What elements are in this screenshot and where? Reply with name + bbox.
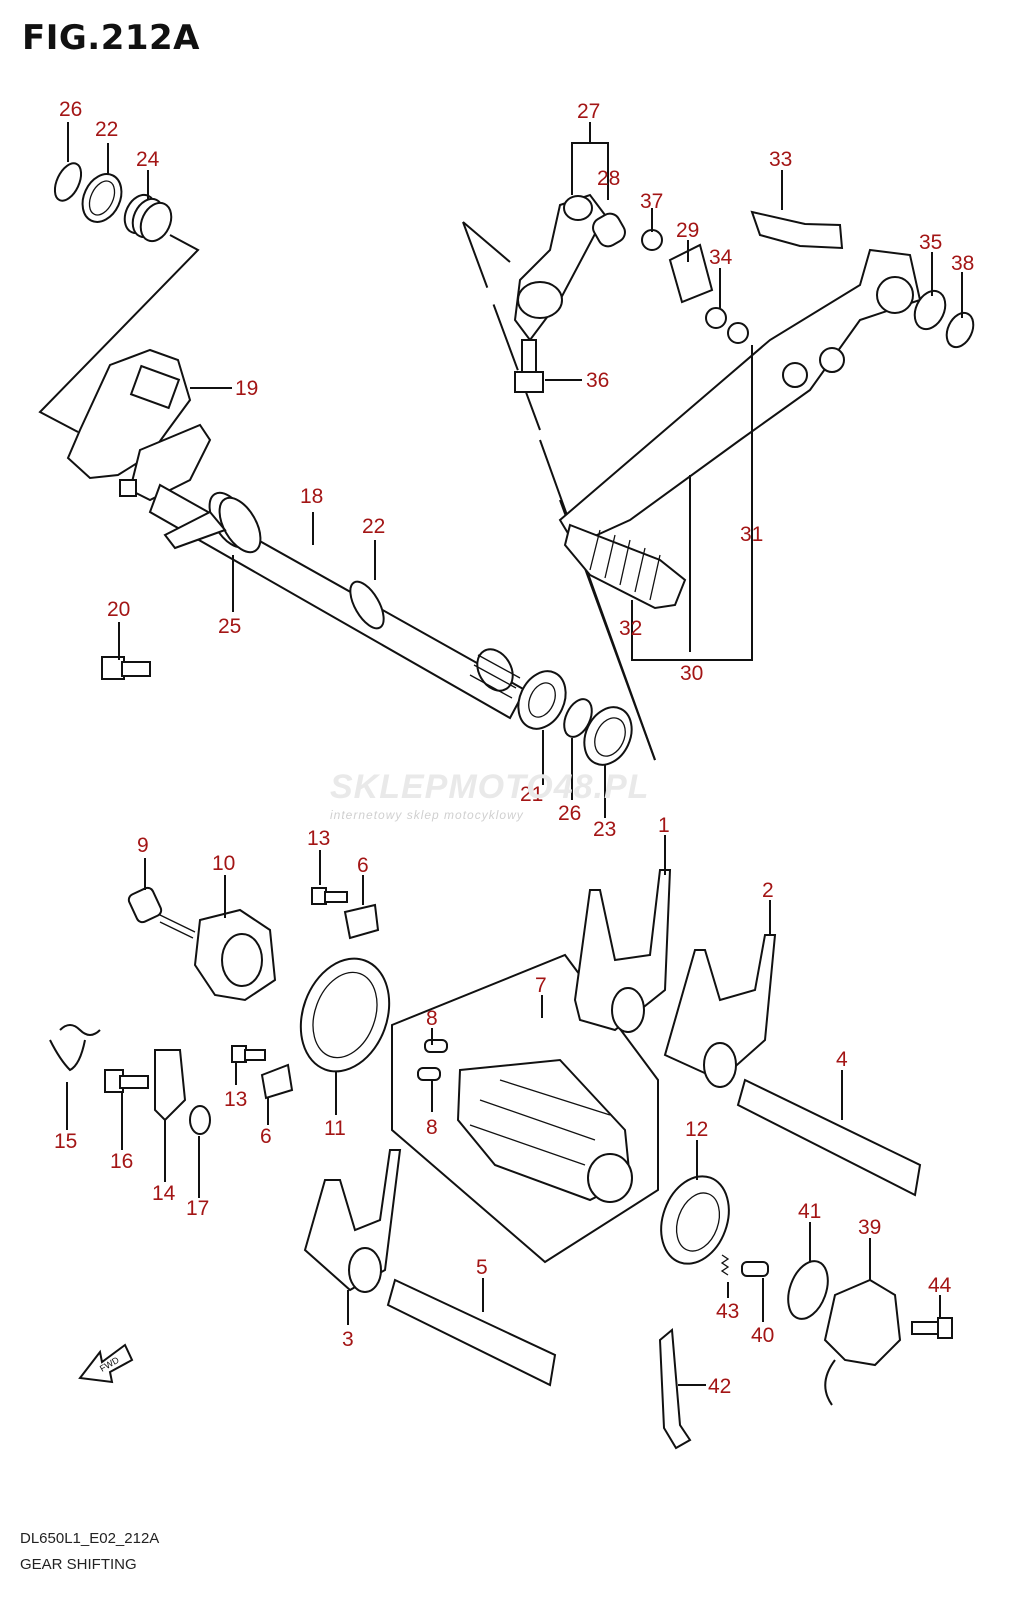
shift-drum-group (303, 835, 953, 1450)
figure-title: FIG.212A (22, 18, 200, 58)
callout-label: 4 (836, 1048, 848, 1071)
callout-label: 6 (357, 854, 369, 877)
watermark-tagline: internetowy sklep motocyklowy (330, 808, 524, 822)
callout-label: 41 (798, 1200, 821, 1223)
shift-shaft-group (38, 122, 633, 818)
callout-label: 40 (751, 1324, 774, 1347)
callout-label: 10 (212, 852, 235, 875)
callout-label: 19 (235, 377, 258, 400)
callout-label: 9 (137, 834, 149, 857)
callout-label: 18 (300, 485, 323, 508)
callout-label: 12 (685, 1118, 708, 1141)
callout-label: 30 (680, 662, 703, 685)
callout-label: 8 (426, 1007, 438, 1030)
callout-label: 26 (558, 802, 581, 825)
callout-label: 13 (224, 1088, 247, 1111)
fwd-arrow-icon: FWD (78, 1343, 134, 1384)
callout-label: 21 (520, 783, 543, 806)
callout-label: 34 (709, 246, 733, 269)
callout-label: 8 (426, 1116, 438, 1139)
callout-label: 16 (110, 1150, 133, 1173)
callout-label: 24 (136, 148, 160, 171)
callout-label: 33 (769, 148, 792, 171)
callout-label: 44 (928, 1274, 952, 1297)
shift-lever-group (462, 122, 975, 761)
callout-label: 3 (342, 1328, 354, 1351)
callout-label: 32 (619, 617, 642, 640)
callout-label: 14 (152, 1182, 176, 1205)
callout-label: 25 (218, 615, 241, 638)
callout-label: 38 (951, 252, 974, 275)
callout-label: 22 (95, 118, 118, 141)
callout-label: 7 (535, 974, 547, 997)
callout-label: 31 (740, 523, 763, 546)
callout-label: 29 (676, 219, 699, 242)
callout-label: 11 (324, 1117, 346, 1140)
callout-labels: 26 22 24 19 18 22 25 20 27 28 37 29 34 3… (54, 98, 974, 1398)
callout-label: 42 (708, 1375, 731, 1398)
callout-label: 13 (307, 827, 330, 850)
callout-label: 20 (107, 598, 130, 621)
callout-label: 6 (260, 1125, 272, 1148)
callout-label: 5 (476, 1256, 488, 1279)
diagram-code: DL650L1_E02_212A (20, 1530, 160, 1547)
callout-label: 27 (577, 100, 600, 123)
callout-label: 35 (919, 231, 942, 254)
callout-label: 22 (362, 515, 385, 538)
callout-label: 23 (593, 818, 616, 841)
callout-label: 43 (716, 1300, 739, 1323)
cam-stopper-group (49, 850, 391, 1198)
callout-label: 1 (658, 814, 670, 837)
callout-label: 2 (762, 879, 774, 902)
watermark-logo: SKLEPMOTO48.PL (330, 768, 650, 806)
callout-label: 15 (54, 1130, 77, 1153)
callout-label: 39 (858, 1216, 881, 1239)
diagram-name: GEAR SHIFTING (20, 1556, 137, 1573)
callout-label: 36 (586, 369, 609, 392)
callout-label: 37 (640, 190, 663, 213)
callout-label: 28 (597, 167, 620, 190)
callout-label: 26 (59, 98, 82, 121)
callout-label: 17 (186, 1197, 209, 1220)
